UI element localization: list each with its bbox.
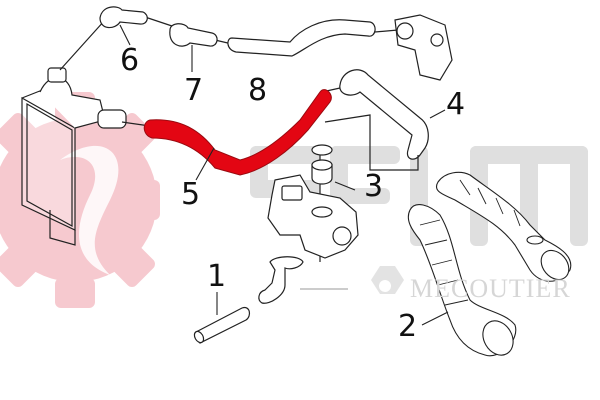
brand-logo-icon (371, 266, 404, 294)
flange-part (394, 14, 453, 81)
part-7-connector (169, 23, 218, 47)
turbo-housing (267, 174, 359, 259)
part-2-duct (407, 204, 517, 357)
part-8-hose (227, 19, 376, 57)
part-6-elbow (99, 6, 148, 29)
gear-watermark-icon (0, 92, 160, 308)
callout-label-3: 3 (364, 169, 384, 204)
right-duct (436, 171, 572, 282)
callout-label-5: 5 (181, 177, 201, 212)
callout-label-8: 8 (248, 73, 268, 108)
callout-label-7: 7 (184, 73, 204, 108)
callout-label-6: 6 (120, 43, 140, 78)
brand-watermark-text: MECOUTIER (410, 274, 571, 303)
part-4-pipe (339, 69, 429, 160)
part-3-seal (311, 144, 333, 185)
callout-label-1: 1 (207, 259, 227, 294)
intercooler (21, 67, 127, 246)
small-bent-pipe (258, 256, 304, 304)
callout-label-4: 4 (446, 87, 466, 122)
callout-label-2: 2 (398, 309, 418, 344)
part-5-red-hose (143, 89, 332, 176)
part-1-straight-hose (193, 306, 251, 344)
